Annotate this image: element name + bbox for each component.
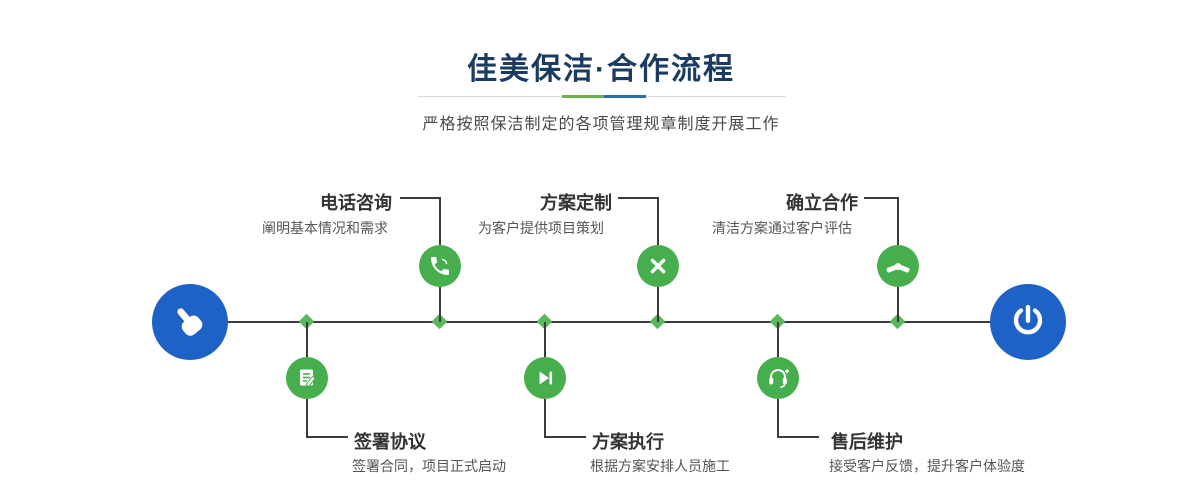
step-title-phone: 电话咨询 [320, 193, 392, 213]
step-title-execution: 方案执行 [592, 432, 664, 452]
step-desc-plan: 为客户提供项目策划 [478, 220, 604, 236]
pointing-hand-icon [177, 308, 203, 336]
connector-line [400, 197, 441, 199]
title-divider [418, 95, 786, 98]
divider-green-segment [562, 95, 604, 98]
step-node-headset [757, 357, 799, 399]
timeline-axis [190, 321, 1028, 323]
step-desc-cooperation: 清洁方案通过客户评估 [712, 220, 852, 236]
contract-icon [300, 369, 316, 387]
pencil-ruler-icon [650, 258, 666, 274]
step-node-phone [419, 245, 461, 287]
step-desc-aftersales: 接受客户反馈，提升客户体验度 [829, 458, 1025, 474]
connector-line [544, 322, 546, 357]
divider-blue-segment [604, 95, 646, 98]
connector-line [897, 197, 899, 245]
connector-line [618, 197, 659, 199]
connector-line [864, 197, 899, 199]
step-desc-execution: 根据方案安排人员施工 [590, 458, 730, 474]
connector-line [544, 436, 586, 438]
connector-line [306, 436, 348, 438]
handshake-icon [886, 263, 910, 273]
step-title-agreement: 签署协议 [354, 432, 426, 452]
connector-line [544, 399, 546, 438]
power-icon [1013, 304, 1043, 335]
play-icon [539, 371, 553, 385]
connector-line [657, 287, 659, 322]
connector-line [439, 197, 441, 245]
connector-line [897, 287, 899, 322]
step-node-pencil [637, 245, 679, 287]
connector-line [657, 197, 659, 245]
connector-line [777, 399, 779, 438]
connector-line [306, 399, 308, 438]
step-node-contract [286, 357, 328, 399]
step-title-aftersales: 售后维护 [831, 432, 903, 452]
timeline-start-node [152, 284, 228, 360]
step-desc-phone: 阐明基本情况和需求 [262, 220, 388, 236]
step-title-plan: 方案定制 [540, 193, 612, 213]
step-title-cooperation: 确立合作 [786, 193, 858, 213]
step-node-handshake [877, 245, 919, 287]
page-subtitle: 严格按照保洁制定的各项管理规章制度开展工作 [422, 116, 780, 133]
connector-line [777, 322, 779, 357]
headset-icon [769, 369, 789, 388]
connector-line [777, 436, 819, 438]
phone-icon [431, 257, 449, 275]
connector-line [306, 322, 308, 357]
page-title: 佳美保洁·合作流程 [467, 53, 735, 86]
step-desc-agreement: 签署合同，项目正式启动 [352, 458, 506, 474]
step-node-play [524, 357, 566, 399]
connector-line [439, 287, 441, 322]
timeline-end-node [990, 284, 1066, 360]
